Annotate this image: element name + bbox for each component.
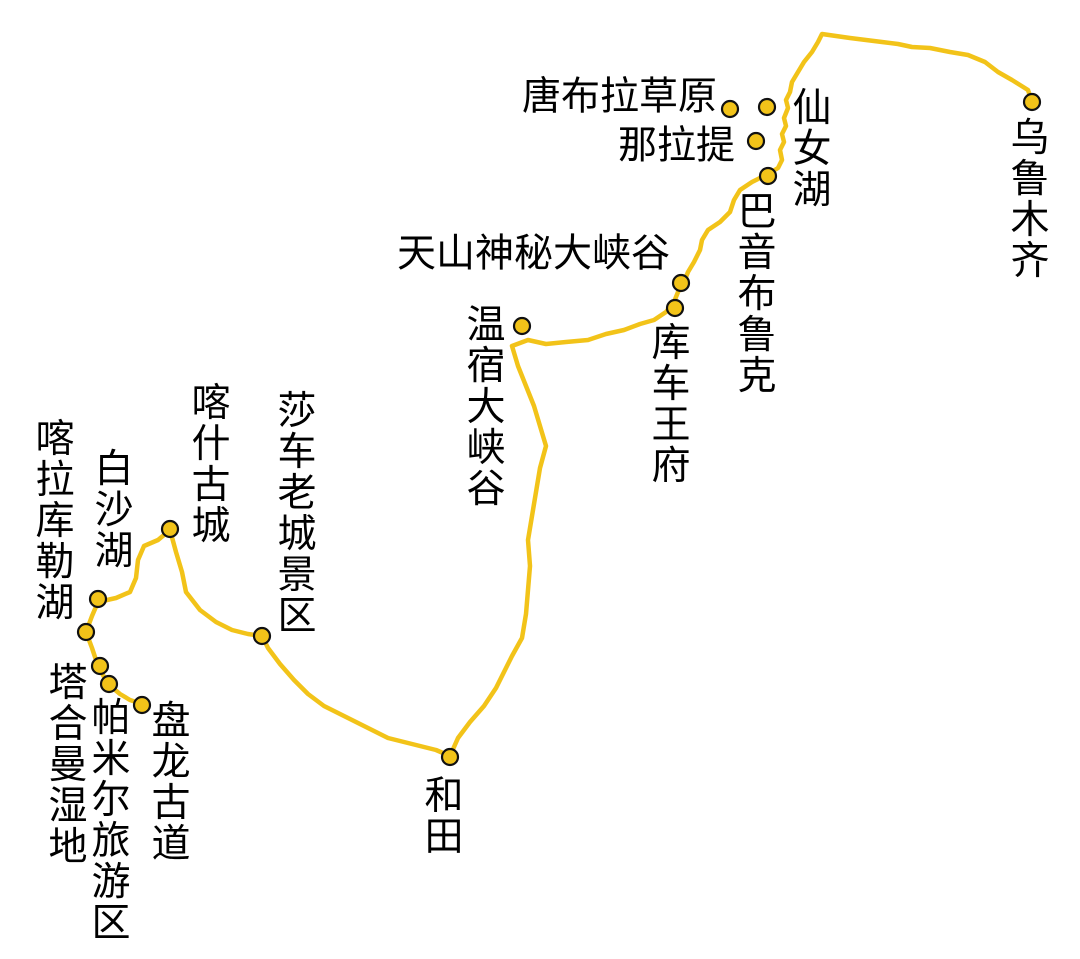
label-char: 勒 — [35, 540, 74, 585]
label-xiannu: 仙女湖 — [792, 86, 831, 213]
stop-pamir[interactable] — [99, 674, 119, 694]
label-char: 田 — [424, 815, 463, 860]
label-char: 合 — [48, 702, 87, 747]
label-char: 沙 — [94, 488, 133, 533]
label-char: 地 — [48, 825, 87, 870]
label-char: 谷 — [466, 467, 505, 512]
stop-panlong[interactable] — [132, 695, 152, 715]
stop-markers — [76, 92, 1042, 767]
stop-kuche[interactable] — [665, 298, 685, 318]
label-char: 库 — [35, 499, 74, 544]
label-char: 景 — [277, 553, 316, 598]
label-char: 湿 — [48, 784, 87, 829]
label-char: 古 — [191, 463, 230, 508]
label-kuche: 库车王府 — [651, 321, 690, 489]
stop-baisha[interactable] — [88, 589, 108, 609]
label-char: 巴 — [737, 190, 776, 235]
label-char: 喀 — [191, 381, 230, 426]
label-tianshan: 天山神秘大峡谷 — [397, 232, 670, 277]
label-taheman: 塔合曼湿地 — [48, 661, 87, 870]
label-char: 龙 — [151, 740, 190, 785]
label-char: 旅 — [91, 819, 130, 864]
label-char: 塔 — [48, 661, 87, 706]
label-char: 道 — [151, 822, 190, 867]
label-char: 米 — [91, 737, 130, 782]
label-char: 克 — [737, 354, 776, 399]
label-shache: 莎车老城景区 — [277, 389, 316, 639]
label-pamir: 帕米尔旅游区 — [91, 696, 130, 946]
label-char: 布 — [737, 272, 776, 317]
label-karakul: 喀拉库勒湖 — [35, 417, 74, 626]
label-char: 什 — [191, 422, 230, 467]
label-char: 府 — [651, 444, 690, 489]
label-char: 城 — [277, 512, 316, 557]
label-char: 车 — [277, 430, 316, 475]
label-char: 库 — [651, 321, 690, 366]
label-char: 女 — [792, 127, 831, 172]
label-char: 车 — [651, 362, 690, 407]
label-char: 峡 — [466, 426, 505, 471]
label-char: 白 — [94, 447, 133, 492]
label-char: 鲁 — [737, 313, 776, 358]
label-char: 和 — [424, 774, 463, 819]
label-char: 帕 — [91, 696, 130, 741]
label-char: 齐 — [1010, 239, 1049, 284]
label-char: 区 — [91, 901, 130, 946]
label-char: 古 — [151, 781, 190, 826]
label-nalati: 那拉提 — [618, 124, 735, 169]
label-char: 尔 — [91, 778, 130, 823]
label-char: 木 — [1010, 198, 1049, 243]
route-line — [83, 31, 1035, 759]
label-char: 城 — [191, 504, 230, 549]
label-char: 大 — [466, 385, 505, 430]
label-char: 仙 — [792, 86, 831, 131]
stop-urumqi[interactable] — [1022, 92, 1042, 112]
label-kashi: 喀什古城 — [191, 381, 230, 549]
stop-wensu[interactable] — [512, 316, 532, 336]
label-char: 拉 — [35, 458, 74, 503]
label-char: 老 — [277, 471, 316, 516]
stop-xiannu[interactable] — [757, 97, 777, 117]
label-char: 乌 — [1010, 116, 1049, 161]
stop-kashi[interactable] — [160, 519, 180, 539]
stop-tangbula[interactable] — [720, 99, 740, 119]
label-char: 莎 — [277, 389, 316, 434]
label-char: 湖 — [35, 581, 74, 626]
label-tangbula: 唐布拉草原 — [522, 75, 717, 120]
stop-taheman[interactable] — [90, 656, 110, 676]
stop-nalati[interactable] — [746, 131, 766, 151]
label-char: 湖 — [94, 529, 133, 574]
label-baisha: 白沙湖 — [94, 447, 133, 574]
label-char: 王 — [651, 403, 690, 448]
label-wensu: 温宿大峡谷 — [466, 303, 505, 512]
label-char: 温 — [466, 303, 505, 348]
label-bayanbulak: 巴音布鲁克 — [737, 190, 776, 399]
label-char: 宿 — [466, 344, 505, 389]
place-labels: 乌鲁木齐 唐布拉草原 仙女湖 那拉提 巴音布鲁克 天山神秘大峡谷 库车王府 温宿… — [35, 75, 1049, 946]
label-char: 盘 — [151, 699, 190, 744]
label-char: 湖 — [792, 168, 831, 213]
label-hetian: 和田 — [424, 774, 463, 860]
label-char: 喀 — [35, 417, 74, 462]
label-urumqi: 乌鲁木齐 — [1010, 116, 1049, 284]
stop-shache[interactable] — [252, 626, 272, 646]
stop-bayanbulak[interactable] — [758, 166, 778, 186]
label-char: 游 — [91, 860, 130, 905]
stop-tianshan[interactable] — [671, 273, 691, 293]
label-char: 区 — [277, 594, 316, 639]
label-char: 鲁 — [1010, 157, 1049, 202]
label-panlong: 盘龙古道 — [151, 699, 190, 867]
label-char: 曼 — [48, 743, 87, 788]
label-char: 音 — [737, 231, 776, 276]
stop-karakul[interactable] — [76, 622, 96, 642]
stop-hetian[interactable] — [440, 747, 460, 767]
